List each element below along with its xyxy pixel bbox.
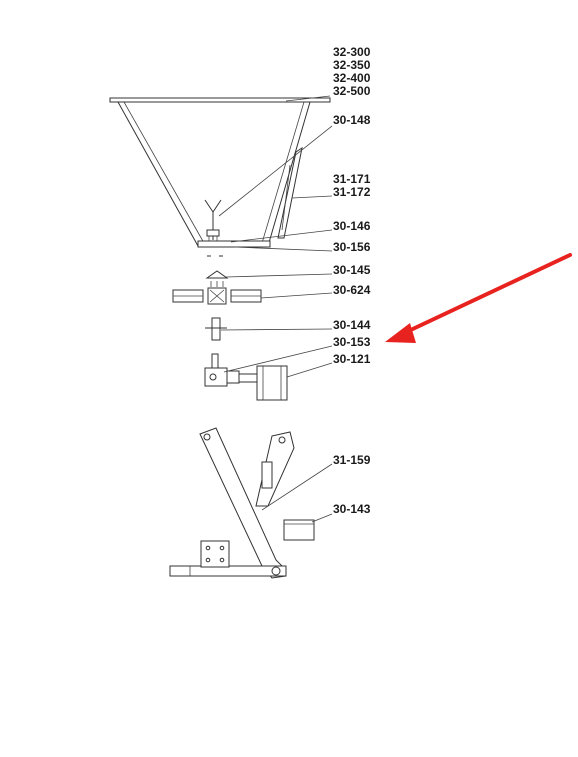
label-30-143: 30-143: [333, 502, 371, 516]
label-32-350: 32-350: [333, 58, 371, 72]
label-32-500: 32-500: [333, 84, 371, 98]
label-30-153: 30-153: [333, 335, 371, 349]
label-30-146: 30-146: [333, 219, 371, 233]
hopper: [109, 97, 331, 257]
label-31-171: 31-171: [333, 172, 371, 186]
label-31-172: 31-172: [333, 185, 371, 199]
leader-lines: [218, 95, 333, 523]
label-30-624: 30-624: [333, 283, 371, 297]
part-labels: 32-300 32-350 32-400 32-500 30-148 31-17…: [333, 45, 371, 516]
label-30-156: 30-156: [333, 240, 371, 254]
spinner-assembly: [172, 270, 288, 401]
red-arrow-icon: [385, 253, 572, 343]
label-30-121: 30-121: [333, 352, 371, 366]
label-30-144: 30-144: [333, 318, 371, 332]
label-31-159: 31-159: [333, 453, 371, 467]
label-30-148: 30-148: [333, 113, 371, 127]
label-32-400: 32-400: [333, 71, 371, 85]
frame: [169, 427, 315, 579]
label-32-300: 32-300: [333, 45, 371, 59]
label-30-145: 30-145: [333, 263, 371, 277]
